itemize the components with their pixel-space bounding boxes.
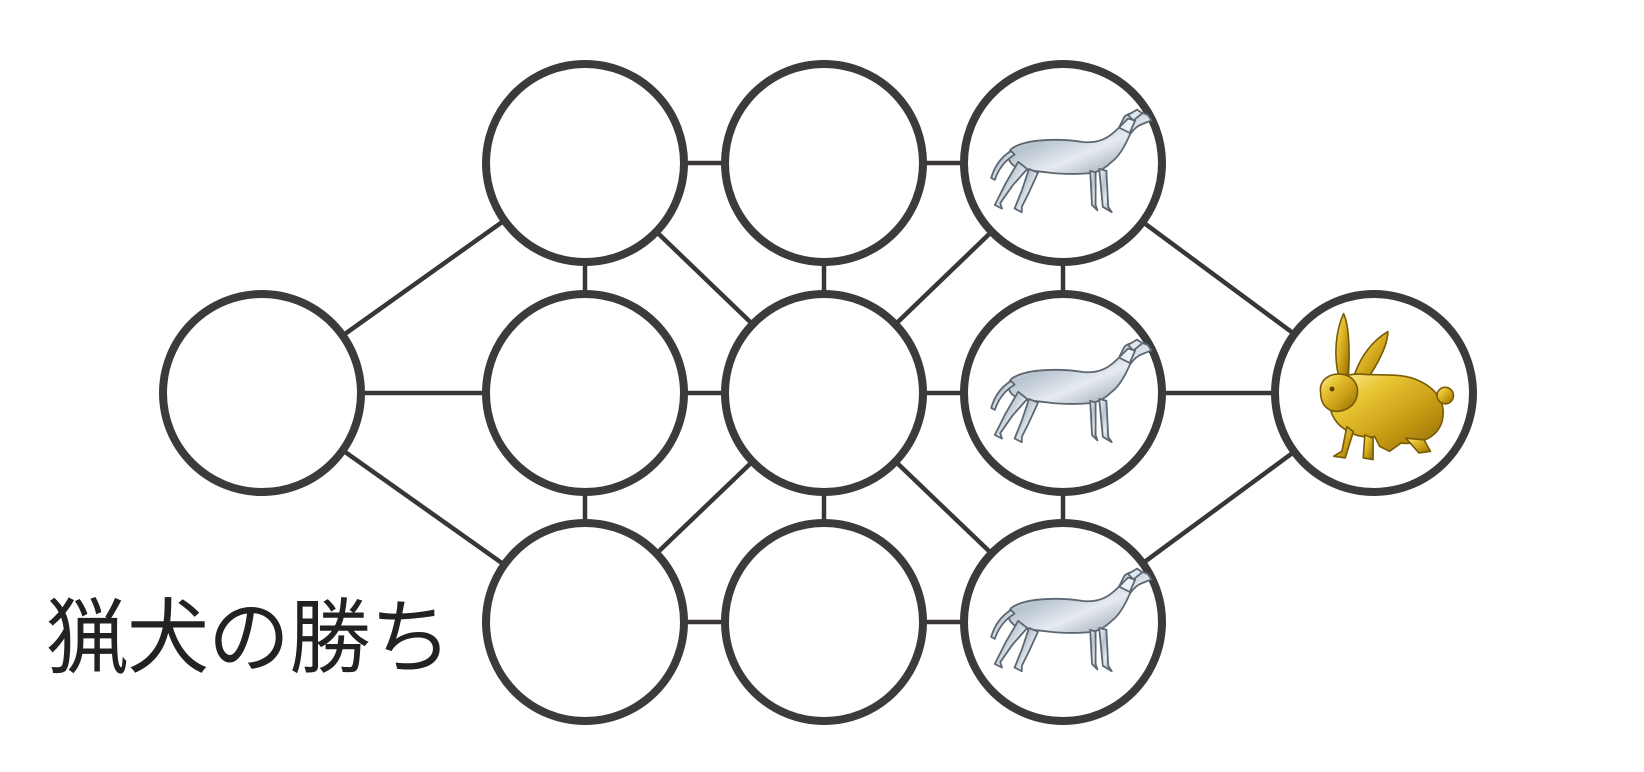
- node-ring: [159, 290, 365, 496]
- node-ring: [721, 290, 927, 496]
- board-node-m1[interactable]: [482, 290, 688, 496]
- board-node-t2[interactable]: [721, 60, 927, 266]
- board-node-b3[interactable]: [960, 519, 1166, 725]
- board-node-right[interactable]: [1271, 290, 1477, 496]
- node-ring: [482, 60, 688, 266]
- node-ring: [482, 290, 688, 496]
- board-node-m3[interactable]: [960, 290, 1166, 496]
- board-node-b1[interactable]: [482, 519, 688, 725]
- game-result-text: 猟犬の勝ち: [46, 591, 452, 686]
- board-node-m2[interactable]: [721, 290, 927, 496]
- node-ring: [721, 60, 927, 266]
- node-ring: [721, 519, 927, 725]
- board-nodes: [159, 60, 1477, 725]
- board-node-t3[interactable]: [960, 60, 1166, 266]
- board-node-left[interactable]: [159, 290, 365, 496]
- node-ring: [482, 519, 688, 725]
- board-node-b2[interactable]: [721, 519, 927, 725]
- board-node-t1[interactable]: [482, 60, 688, 266]
